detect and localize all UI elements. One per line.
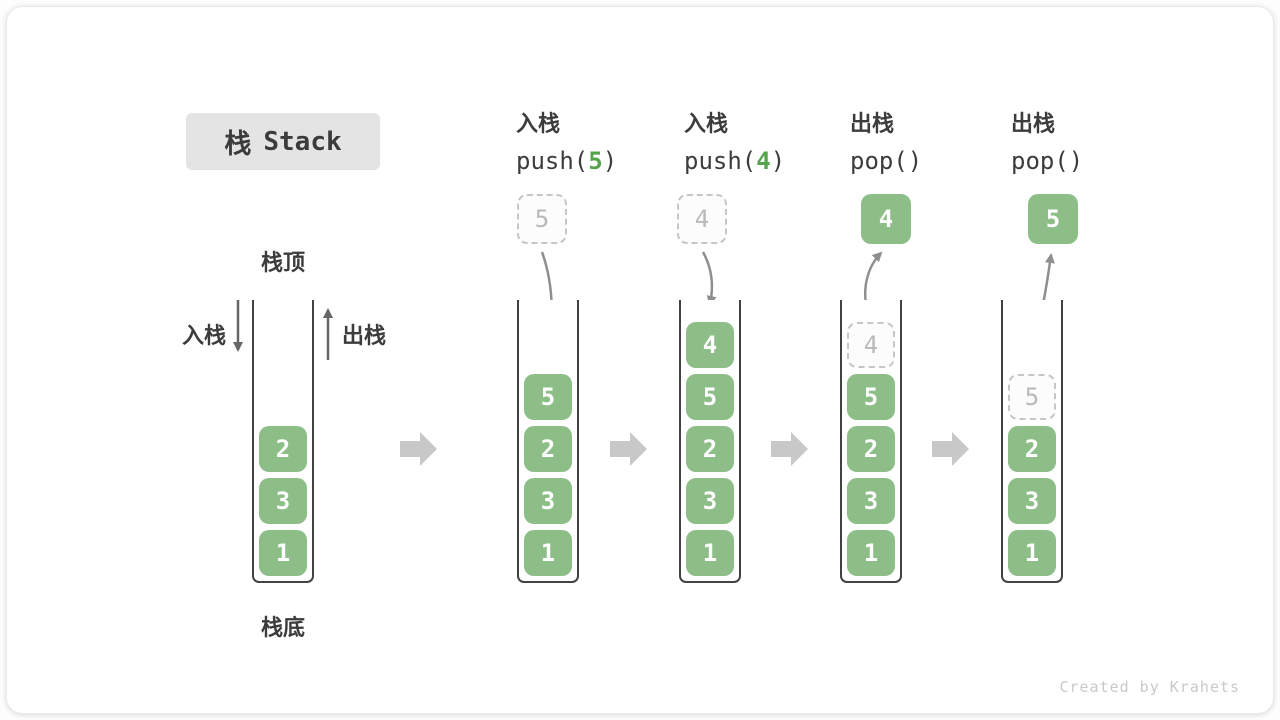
- floating-popped-item: 4: [861, 194, 911, 244]
- stack-item: 3: [259, 478, 307, 524]
- stack-item: 3: [524, 478, 572, 524]
- stack-item: 2: [1008, 426, 1056, 472]
- stack-bottom-label: 栈底: [260, 615, 306, 640]
- stack-item: 5: [524, 374, 572, 420]
- code-text: ): [770, 147, 786, 175]
- stack-item: 1: [1008, 530, 1056, 576]
- stack-item: 4: [686, 322, 734, 368]
- floating-incoming-item: 4: [677, 194, 727, 244]
- stack-item: 2: [847, 426, 895, 472]
- code-text: ): [602, 147, 618, 175]
- floating-popped-item: 5: [1028, 194, 1078, 244]
- stack-item: 2: [524, 426, 572, 472]
- operation-code-label: push(5): [516, 147, 686, 175]
- operation-label-4: 出栈 pop(): [1011, 106, 1181, 175]
- stack-item: 1: [259, 530, 307, 576]
- operation-label-3: 出栈 pop(): [850, 106, 1020, 175]
- stack-container-after-pop-5: 5 2 3 1: [1001, 300, 1063, 583]
- operation-zh-label: 入栈: [516, 111, 561, 136]
- floating-incoming-item: 5: [517, 194, 567, 244]
- ghost-stack-item: 5: [1008, 374, 1056, 420]
- code-text: pop(): [1011, 147, 1084, 175]
- stack-container-after-push-5: 5 2 3 1: [517, 300, 579, 583]
- stack-container-after-push-4: 4 5 2 3 1: [679, 300, 741, 583]
- stack-item: 1: [524, 530, 572, 576]
- stack-item: 5: [686, 374, 734, 420]
- push-4-curve-arrow-icon: [701, 251, 717, 306]
- stack-item: 2: [686, 426, 734, 472]
- operation-zh-label: 出栈: [1011, 111, 1056, 136]
- push-in-label: 入栈: [181, 323, 226, 348]
- stack-container-after-pop-4: 4 5 2 3 1: [840, 300, 902, 583]
- title-badge: 栈 Stack: [186, 113, 380, 170]
- watermark: Created by Krahets: [1059, 678, 1240, 696]
- operation-code-label: pop(): [1011, 147, 1181, 175]
- operation-zh-label: 入栈: [684, 111, 729, 136]
- operation-zh-label: 出栈: [850, 111, 895, 136]
- step-arrow-icon: [932, 432, 969, 466]
- operation-code-label: pop(): [850, 147, 1020, 175]
- code-argument: 5: [588, 147, 603, 175]
- stack-item: 5: [847, 374, 895, 420]
- ghost-stack-item: 4: [847, 322, 895, 368]
- stack-item: 1: [847, 530, 895, 576]
- code-text: push(: [516, 147, 589, 175]
- code-text: pop(): [850, 147, 923, 175]
- stack-item: 3: [686, 478, 734, 524]
- step-arrow-icon: [610, 432, 647, 466]
- stack-container-initial-stack: 2 3 1: [252, 300, 314, 583]
- operation-code-label: push(4): [684, 147, 854, 175]
- stack-item: 3: [1008, 478, 1056, 524]
- stack-item: 3: [847, 478, 895, 524]
- operation-label-2: 入栈 push(4): [684, 106, 854, 175]
- stack-item: 1: [686, 530, 734, 576]
- step-arrow-icon: [400, 432, 437, 466]
- code-argument: 4: [756, 147, 771, 175]
- step-arrow-icon: [771, 432, 808, 466]
- stack-top-label: 栈顶: [260, 250, 306, 275]
- stack-item: 2: [259, 426, 307, 472]
- operation-label-1: 入栈 push(5): [516, 106, 686, 175]
- title-en: Stack: [263, 126, 342, 157]
- title-zh: 栈: [224, 129, 252, 159]
- pop-out-label: 出栈: [342, 323, 387, 348]
- code-text: push(: [684, 147, 757, 175]
